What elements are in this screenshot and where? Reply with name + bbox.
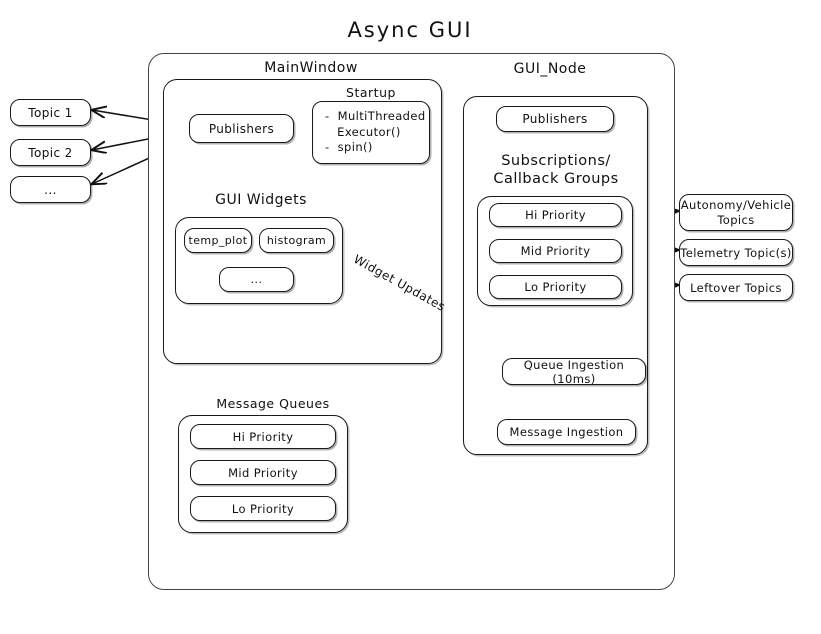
topic-label: Topic 1	[28, 105, 73, 120]
message-ingestion-box[interactable]: Message Ingestion	[497, 419, 636, 445]
topic-label: Leftover Topics	[690, 280, 782, 295]
callback-group-mid-priority[interactable]: Mid Priority	[489, 239, 622, 263]
mainwindow-publishers-box[interactable]: Publishers	[189, 114, 294, 143]
topic-label: Topic 2	[28, 145, 73, 160]
topic-label: Autonomy/Vehicle Topics	[680, 198, 792, 227]
mainwindow-title: MainWindow	[264, 60, 358, 76]
message-queue-hi-priority[interactable]: Hi Priority	[190, 424, 336, 449]
group-label: Lo Priority	[524, 280, 587, 294]
topic-box-topic-2[interactable]: Topic 2	[10, 139, 91, 166]
widget-label: temp_plot	[188, 234, 248, 247]
gui-node-publishers-box[interactable]: Publishers	[496, 106, 614, 132]
topic-box-leftover-topics[interactable]: Leftover Topics	[679, 274, 793, 301]
diagram-title: Async GUI	[347, 18, 473, 42]
message-queues-title: Message Queues	[216, 396, 330, 411]
gui-widgets-title: GUI Widgets	[215, 192, 307, 208]
subscriptions-callback-groups-title: Subscriptions/ Callback Groups	[493, 153, 619, 188]
queue-ingestion-box[interactable]: Queue Ingestion (10ms)	[502, 357, 646, 386]
widget-label: ...	[250, 273, 263, 286]
publishers-label: Publishers	[208, 121, 275, 136]
topic-label: Telemetry Topic(s)	[680, 245, 792, 260]
topic-box-topic-etc[interactable]: ...	[10, 176, 91, 203]
widget-label: histogram	[266, 234, 327, 247]
gui-node-title: GUI_Node	[513, 61, 587, 77]
topic-box-topic-1[interactable]: Topic 1	[10, 99, 91, 126]
topic-box-telemetry-topics[interactable]: Telemetry Topic(s)	[679, 239, 793, 266]
message-ingestion-label: Message Ingestion	[509, 425, 624, 439]
topic-box-autonomy-vehicle-topics[interactable]: Autonomy/Vehicle Topics	[679, 194, 793, 231]
startup-items: - MultiThreaded Executor() - spin()	[325, 109, 426, 155]
startup-title: Startup	[346, 85, 396, 100]
queue-ingestion-label: Queue Ingestion (10ms)	[523, 357, 625, 386]
publishers-label: Publishers	[522, 112, 588, 126]
topic-label: ...	[44, 182, 57, 197]
queue-label: Hi Priority	[232, 429, 294, 444]
widget-box-histogram[interactable]: histogram	[259, 228, 334, 253]
message-queue-mid-priority[interactable]: Mid Priority	[190, 460, 336, 485]
message-queue-lo-priority[interactable]: Lo Priority	[190, 496, 336, 521]
widget-box-temp-plot[interactable]: temp_plot	[184, 228, 252, 253]
widget-box-etc[interactable]: ...	[219, 267, 294, 292]
queue-label: Lo Priority	[231, 501, 295, 516]
callback-group-hi-priority[interactable]: Hi Priority	[489, 203, 622, 227]
group-label: Hi Priority	[525, 208, 586, 222]
startup-box[interactable]: - MultiThreaded Executor() - spin()	[312, 101, 430, 164]
callback-group-lo-priority[interactable]: Lo Priority	[489, 275, 622, 299]
group-label: Mid Priority	[520, 244, 591, 258]
queue-label: Mid Priority	[228, 465, 298, 480]
